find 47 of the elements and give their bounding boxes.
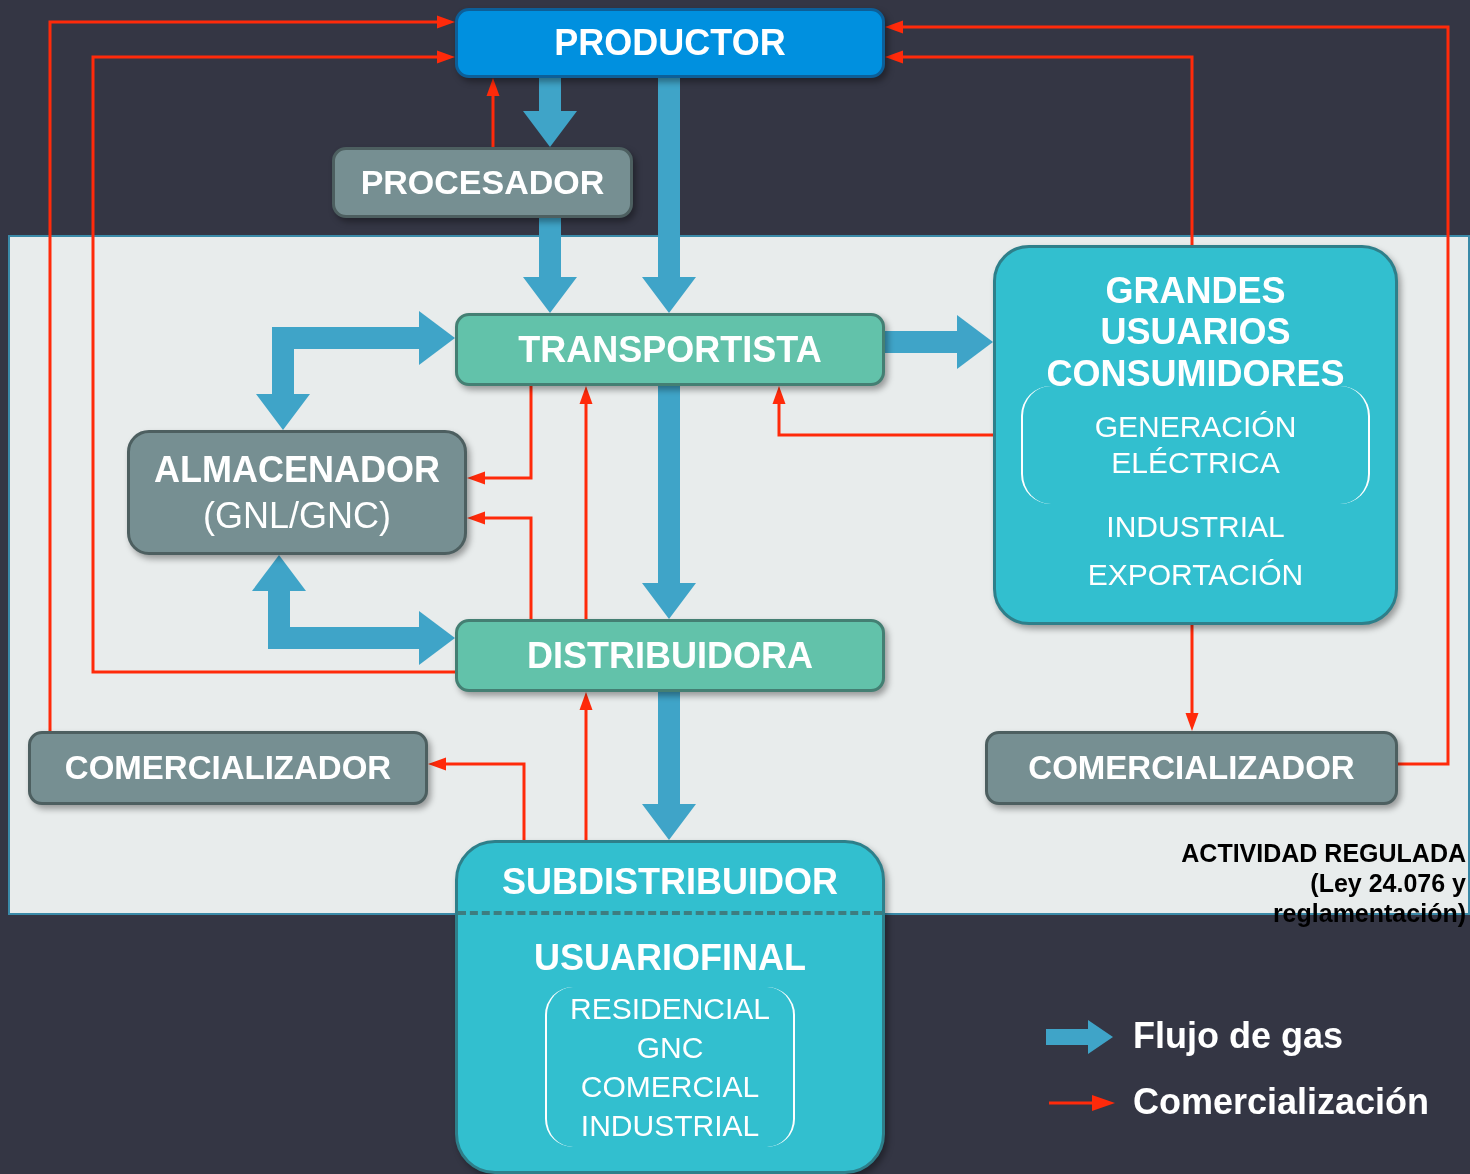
gas-flow-arrow [885, 315, 993, 369]
end-user-box [455, 840, 885, 1174]
large-consumers-box [993, 245, 1398, 625]
node-item: GENERACIÓN ELÉCTRICA [1093, 409, 1298, 482]
node-item: INDUSTRIAL [1106, 510, 1285, 545]
node-item-list: RESIDENCIAL GNC COMERCIAL INDUSTRIAL [564, 989, 776, 1145]
trade-arrow [91, 50, 455, 674]
trade-arrow [428, 757, 526, 840]
node-title: DISTRIBUIDORA [527, 634, 813, 677]
gas-flow-arrow [642, 692, 696, 840]
node-subtitle: (GNL/GNC) [203, 494, 391, 537]
trader-box [28, 731, 428, 805]
trade-arrow [885, 50, 1194, 245]
trade-arrow [467, 386, 533, 485]
trade-arrow [772, 386, 993, 437]
gas-flow-arrow [642, 386, 696, 619]
legend-label: Flujo de gas [1133, 1015, 1344, 1057]
trader-box [985, 731, 1398, 805]
producer-box [455, 8, 885, 78]
gas-flow-arrow [642, 78, 696, 313]
node-title: TRANSPORTISTA [518, 328, 822, 371]
node-title: PRODUCTOR [554, 22, 786, 64]
trade-arrow [885, 20, 1450, 766]
gas-flow-arrow [252, 555, 455, 665]
storage-box [127, 430, 467, 555]
node-title: GRANDES USUARIOS CONSUMIDORES [1045, 270, 1346, 395]
transporter-box [455, 313, 885, 386]
node-title: ALMACENADOR [154, 448, 440, 491]
regulation-note: ACTIVIDAD REGULADA (Ley 24.076 y reglamentación) [1180, 838, 1466, 928]
trade-arrow [1185, 625, 1199, 731]
trade-arrow [579, 692, 593, 840]
node-title: SUBDISTRIBUIDOR [458, 843, 882, 915]
legend-label: Comercialización [1133, 1081, 1430, 1123]
gas-flow-arrow [523, 78, 577, 147]
processor-box [332, 147, 633, 218]
gas-flow-arrow [523, 218, 577, 313]
trade-arrow [467, 511, 533, 619]
node-title: PROCESADOR [360, 163, 605, 202]
trade-arrow [48, 15, 455, 731]
node-item: EXPORTACIÓN [1087, 558, 1304, 593]
node-title: USUARIOFINAL [534, 937, 806, 979]
trade-arrow [486, 78, 500, 147]
node-title: COMERCIALIZADOR [64, 749, 392, 787]
trade-arrow [579, 386, 593, 619]
gas-flow-arrow [256, 311, 455, 430]
distributor-box [455, 619, 885, 692]
node-title: COMERCIALIZADOR [1028, 749, 1355, 787]
